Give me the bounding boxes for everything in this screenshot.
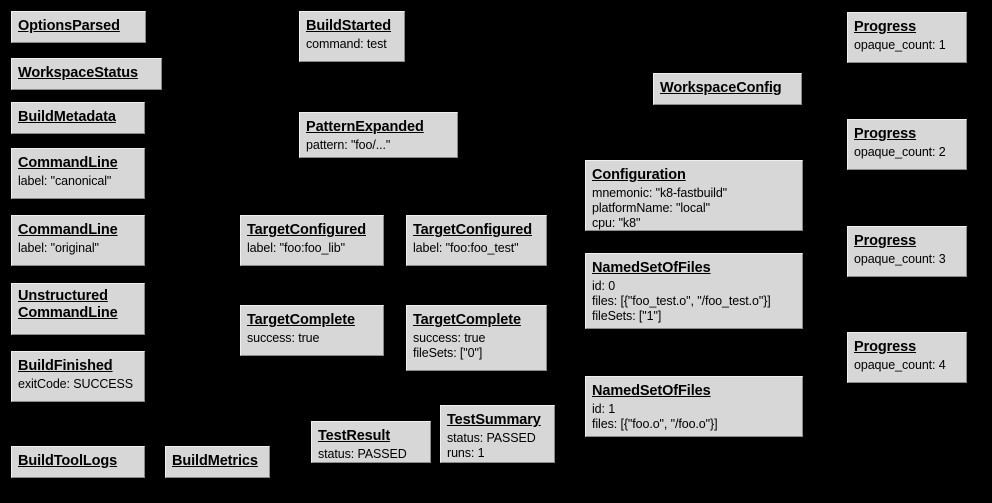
node-field: runs: 1	[447, 445, 485, 460]
node-fields: label: "canonical"	[18, 174, 138, 189]
node-title: BuildMetadata	[18, 109, 116, 125]
node-title: Progress	[854, 126, 917, 142]
node-title: CommandLine	[18, 222, 118, 238]
node-test-result[interactable]: TestResult status: PASSED	[311, 421, 431, 463]
node-title: BuildToolLogs	[18, 453, 118, 469]
node-target-configured-test[interactable]: TargetConfigured label: "foo:foo_test"	[406, 215, 547, 266]
node-title: Unstructured CommandLine	[18, 288, 118, 321]
node-field: status: PASSED	[447, 430, 536, 445]
node-field: label: "foo:foo_lib"	[247, 240, 345, 255]
node-options-parsed[interactable]: OptionsParsed	[11, 11, 146, 43]
node-title: NamedSetOfFiles	[592, 383, 711, 399]
node-workspace-config[interactable]: WorkspaceConfig	[653, 73, 802, 105]
node-fields: opaque_count: 1	[854, 38, 960, 53]
node-field: opaque_count: 2	[854, 144, 946, 159]
node-field: command: test	[306, 36, 387, 51]
node-progress-2[interactable]: Progress opaque_count: 2	[847, 119, 967, 170]
node-title: WorkspaceConfig	[660, 80, 782, 96]
node-title: BuildMetrics	[172, 453, 258, 469]
node-progress-4[interactable]: Progress opaque_count: 4	[847, 332, 967, 383]
node-fields: pattern: "foo/..."	[306, 138, 451, 153]
node-field: platformName: "local"	[592, 200, 710, 215]
node-title: CommandLine	[18, 155, 118, 171]
node-field: opaque_count: 3	[854, 251, 946, 266]
node-field: files: [{"foo.o", "/foo.o"}]	[592, 416, 718, 431]
node-fields: mnemonic: "k8-fastbuild"platformName: "l…	[592, 185, 796, 231]
node-build-tool-logs[interactable]: BuildToolLogs	[11, 446, 145, 478]
node-build-finished[interactable]: BuildFinished exitCode: SUCCESS	[11, 351, 145, 402]
node-title: BuildStarted	[306, 18, 392, 34]
node-title: TestResult	[318, 428, 391, 444]
node-workspace-status[interactable]: WorkspaceStatus	[11, 58, 162, 90]
node-field: status: PASSED	[318, 446, 407, 461]
node-title: Progress	[854, 339, 917, 355]
node-fields: opaque_count: 2	[854, 145, 960, 160]
node-title: TestSummary	[447, 412, 541, 428]
node-title: PatternExpanded	[306, 119, 424, 135]
node-fields: opaque_count: 3	[854, 252, 960, 267]
node-command-line-canonical[interactable]: CommandLine label: "canonical"	[11, 148, 145, 199]
node-title: TargetComplete	[247, 312, 355, 328]
node-fields: exitCode: SUCCESS	[18, 377, 138, 392]
node-title: NamedSetOfFiles	[592, 260, 711, 276]
node-fields: opaque_count: 4	[854, 358, 960, 373]
node-progress-1[interactable]: Progress opaque_count: 1	[847, 12, 967, 63]
node-title: Configuration	[592, 167, 686, 183]
node-field: pattern: "foo/..."	[306, 137, 391, 152]
node-title: OptionsParsed	[18, 18, 120, 34]
node-target-complete-lib[interactable]: TargetComplete success: true	[240, 305, 384, 356]
node-field: id: 1	[592, 401, 616, 416]
node-fields: label: "foo:foo_test"	[413, 241, 540, 256]
node-title: TargetConfigured	[247, 222, 366, 238]
node-field: label: "canonical"	[18, 173, 112, 188]
node-field: success: true	[413, 330, 486, 345]
node-fields: command: test	[306, 37, 398, 52]
node-build-metadata[interactable]: BuildMetadata	[11, 102, 145, 134]
node-field: opaque_count: 1	[854, 37, 946, 52]
node-field: success: true	[247, 330, 320, 345]
node-target-configured-lib[interactable]: TargetConfigured label: "foo:foo_lib"	[240, 215, 384, 266]
node-field: files: [{"foo_test.o", "/foo_test.o"}]	[592, 293, 771, 308]
node-fields: label: "foo:foo_lib"	[247, 241, 377, 256]
node-unstructured-command-line[interactable]: Unstructured CommandLine	[11, 283, 145, 335]
node-title: Progress	[854, 19, 917, 35]
node-title: BuildFinished	[18, 358, 113, 374]
node-field: label: "original"	[18, 240, 99, 255]
node-field: label: "foo:foo_test"	[413, 240, 519, 255]
node-field: exitCode: SUCCESS	[18, 376, 134, 391]
node-command-line-original[interactable]: CommandLine label: "original"	[11, 215, 145, 266]
node-title: Progress	[854, 233, 917, 249]
node-field: opaque_count: 4	[854, 357, 946, 372]
node-field: id: 0	[592, 278, 616, 293]
node-field: mnemonic: "k8-fastbuild"	[592, 185, 728, 200]
node-fields: success: true	[247, 331, 377, 346]
node-configuration[interactable]: Configuration mnemonic: "k8-fastbuild"pla…	[585, 160, 803, 231]
node-fields: label: "original"	[18, 241, 138, 256]
node-build-metrics[interactable]: BuildMetrics	[165, 446, 270, 478]
node-field: fileSets: ["0"]	[413, 345, 483, 360]
node-build-started[interactable]: BuildStarted command: test	[299, 11, 405, 62]
node-title: TargetConfigured	[413, 222, 532, 238]
node-title: TargetComplete	[413, 312, 521, 328]
node-progress-3[interactable]: Progress opaque_count: 3	[847, 226, 967, 277]
node-pattern-expanded[interactable]: PatternExpanded pattern: "foo/..."	[299, 112, 458, 158]
node-field: cpu: "k8"	[592, 216, 641, 231]
node-field: fileSets: ["1"]	[592, 309, 662, 324]
node-title: WorkspaceStatus	[18, 65, 138, 81]
node-fields: status: PASSED	[318, 447, 424, 462]
